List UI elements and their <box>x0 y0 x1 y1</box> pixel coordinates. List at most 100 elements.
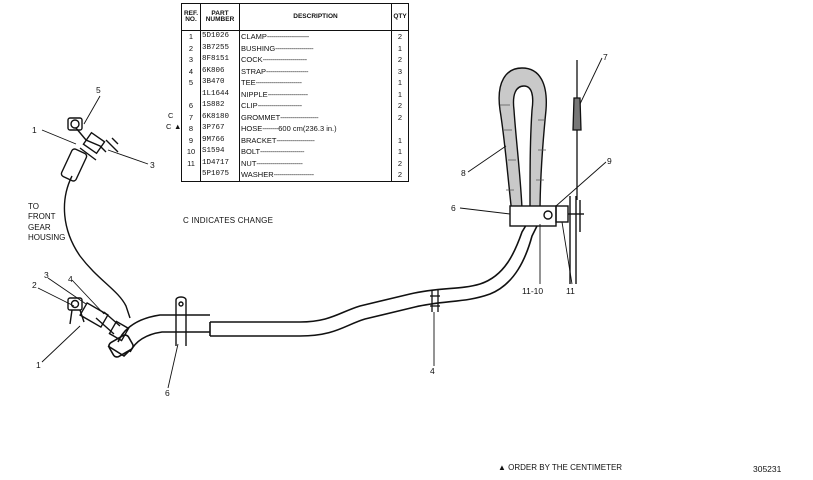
callout-5-top-left: 5 <box>96 85 101 95</box>
callout-4-left: 4 <box>68 274 73 284</box>
row-description: CLIP---------------------- <box>239 100 392 112</box>
leader-dashes: ----------------------- <box>255 78 302 87</box>
leader-dashes: ---------------------- <box>260 147 304 156</box>
right-bracket-assembly <box>509 196 584 284</box>
row-description: BUSHING------------------- <box>239 42 392 54</box>
leader-lines <box>37 57 607 389</box>
change-mark-c2: C <box>166 122 172 131</box>
row-part-number: 5P1075 <box>200 169 240 182</box>
row-description: NUT----------------------- <box>239 157 392 169</box>
row-description-text: GROMMET <box>241 112 281 122</box>
header-ref: REF. NO. <box>181 3 201 31</box>
callout-labels: 1 5 3 2 3 4 1 6 4 7 8 9 6 11-10 11 <box>32 52 612 398</box>
row-part-number: 8F8151 <box>200 54 240 66</box>
row-part-number: 1S882 <box>200 100 240 112</box>
row-part-number: 5D1026 <box>200 30 240 43</box>
row-description: CLAMP--------------------- <box>239 30 392 43</box>
row-description: COCK---------------------- <box>239 54 392 66</box>
row-description: NIPPLE-------------------- <box>239 88 392 100</box>
gear-housing-label-line: GEAR <box>28 222 51 232</box>
main-hose <box>209 221 539 337</box>
row-description-text: BUSHING <box>241 43 276 53</box>
callout-8-right: 8 <box>461 168 466 178</box>
row-ref: 11 <box>181 157 201 169</box>
row-description: BOLT---------------------- <box>239 146 392 158</box>
row-qty: 3 <box>391 65 409 77</box>
row-description: BRACKET------------------- <box>239 134 392 146</box>
row-qty <box>391 123 409 135</box>
row-part-number: 6K806 <box>200 65 240 77</box>
row-description-text: HOSE <box>241 124 263 133</box>
callout-6-right: 6 <box>451 203 456 213</box>
callout-6-bottom: 6 <box>165 388 170 398</box>
row-part-number: 3B7255 <box>200 42 240 54</box>
change-mark-c1: C <box>168 111 174 120</box>
leader-dashes: ---------------------- <box>262 55 307 64</box>
row-qty: 2 <box>391 157 409 169</box>
hose-length: 600 cm(236.3 in.) <box>278 124 337 133</box>
callout-3-top-left: 3 <box>150 160 155 170</box>
callout-11-right: 11 <box>566 286 575 296</box>
row-qty: 1 <box>391 77 409 89</box>
callout-9-right: 9 <box>607 156 612 166</box>
row-qty: 2 <box>391 169 409 182</box>
gear-housing-label-line: HOUSING <box>28 233 66 243</box>
lower-left-fitting <box>67 297 130 342</box>
row-description-text: BOLT <box>241 147 261 156</box>
row-ref: 7 <box>181 111 201 123</box>
leader-dashes: --------------------- <box>266 32 309 41</box>
row-description: GROMMET------------------- <box>239 111 392 123</box>
leader-dashes: ------------------- <box>276 135 315 145</box>
grommet-part-7 <box>572 60 582 200</box>
row-part-number: 3B470 <box>200 77 240 89</box>
leader-dashes: --------------------- <box>266 66 308 76</box>
gear-housing-label-line: TO <box>28 202 39 211</box>
header-part-number: PART NUMBER <box>200 3 240 31</box>
row-description: STRAP--------------------- <box>239 65 392 77</box>
row-part-number: S1594 <box>200 146 240 158</box>
table-header-row: REF. NO. PART NUMBER DESCRIPTION QTY <box>181 3 409 31</box>
row-description-text: TEE <box>241 78 256 87</box>
callout-7-right: 7 <box>603 52 608 62</box>
strap-part-4-middle <box>430 290 440 312</box>
callout-11-10-right: 11-10 <box>522 286 543 296</box>
callout-3-left: 3 <box>44 270 49 280</box>
clip-part-6-left <box>175 296 187 346</box>
leader-dashes: ------------------- <box>275 43 314 53</box>
row-description-text: CLIP <box>241 101 258 110</box>
row-description-text: BRACKET <box>241 135 277 145</box>
row-ref <box>181 88 201 100</box>
tube-to-gear-housing <box>63 175 131 319</box>
row-qty: 2 <box>391 30 409 43</box>
row-description: TEE----------------------- <box>239 77 392 89</box>
row-ref: 1 <box>181 30 201 43</box>
upper-left-fitting <box>60 117 119 182</box>
callout-4-middle: 4 <box>430 366 435 376</box>
row-ref: 5 <box>181 77 201 89</box>
row-part-number: 6K8180 <box>200 111 240 123</box>
change-note: C INDICATES CHANGE <box>183 216 274 225</box>
row-description-text: NUT <box>241 158 257 168</box>
row-ref: 10 <box>181 146 201 158</box>
row-description-text: NIPPLE <box>241 89 268 99</box>
row-description-text: COCK <box>241 55 263 64</box>
row-ref: 2 <box>181 42 201 54</box>
row-ref: 3 <box>181 54 201 66</box>
header-qty: QTY <box>391 3 409 31</box>
